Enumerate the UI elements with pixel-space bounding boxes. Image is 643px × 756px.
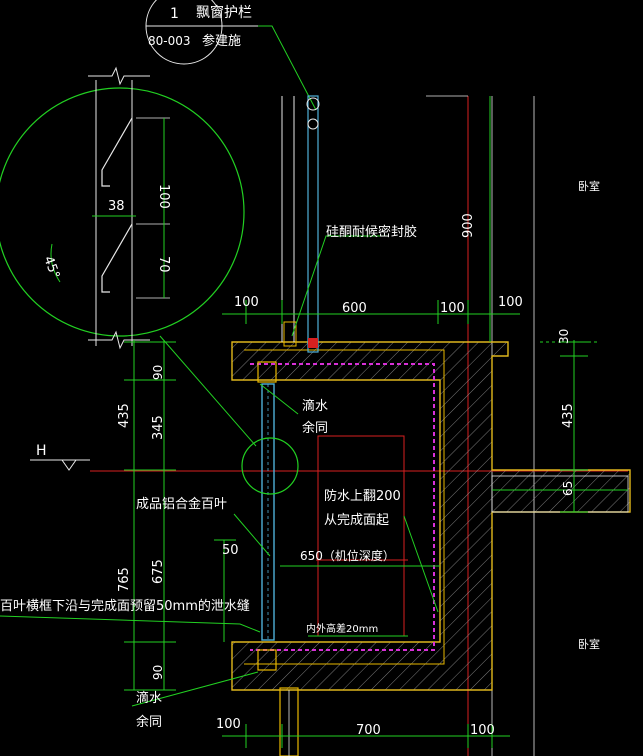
inner-outer-diff-label: 内外高差20mm [306,622,378,635]
drip-bot-label: 滴水 [136,690,162,706]
leaders [0,235,439,707]
louver-detail-circle: 38 100 70 45° [0,66,257,447]
dimension-texts: 100 600 100 100 900 30 435 65 90 435 345… [117,213,576,738]
drip-bot-note: 余同 [136,714,162,730]
callout-leader [258,25,317,111]
louver-assembly [241,95,320,756]
level-mark: H [36,443,47,459]
callout-note: 参建施 [202,33,241,49]
wall-section [231,341,631,691]
dim-left-765: 765 [117,567,132,592]
dim-louver-50: 50 [222,543,239,558]
dim-bot-100: 100 [216,717,241,732]
drain-gap-label: 百叶横框下沿与完成面预留50mm的泄水缝 [0,598,250,614]
detail-dim-100: 100 [156,184,171,209]
louver-label: 成品铝合金百叶 [136,496,227,512]
dim-bot-100-right: 100 [470,723,495,738]
dim-top-100-mid: 100 [440,301,465,316]
sealant-label: 硅酮耐候密封胶 [326,224,417,240]
detail-dim-angle: 45° [40,254,62,281]
level-symbol: H [30,443,90,471]
louver-detail-marker [241,437,299,495]
labels: 硅酮耐候密封胶 滴水 余同 防水上翻200 从完成面起 成品铝合金百叶 650（… [0,179,600,730]
callout-title: 飘窗护栏 [196,4,252,21]
dim-left-90-bot: 90 [151,665,165,680]
detail-dim-38: 38 [108,199,125,214]
dim-left-675: 675 [151,559,166,584]
callout-number: 1 [170,6,179,22]
dim-top-100-right: 100 [498,295,523,310]
detail-leader [159,335,257,447]
drip-top-note: 余同 [302,420,328,436]
dimension-lines [124,96,600,748]
callout-ref: 80-003 [148,34,191,48]
dim-right-65: 65 [561,481,575,496]
room-label-top: 卧室 [578,179,600,193]
dim-left-90-top: 90 [151,365,165,380]
waterproof-note: 从完成面起 [324,513,389,528]
drip-top-label: 滴水 [302,398,328,414]
dim-right-30: 30 [557,329,571,344]
dim-rail-900: 900 [461,213,476,238]
dim-right-435: 435 [561,403,576,428]
dim-top-100-left: 100 [234,295,259,310]
dim-left-345: 345 [151,415,166,440]
dim-top-600: 600 [342,301,367,316]
unit-depth-label: 650（机位深度） [300,548,395,563]
callout-bubble: 1 飘窗护栏 80-003 参建施 [145,0,317,111]
detail-dim-70: 70 [156,256,171,273]
waterproof-label: 防水上翻200 [324,488,401,504]
dim-left-435: 435 [117,403,132,428]
dim-bot-700: 700 [356,723,381,738]
room-label-bottom: 卧室 [578,637,600,651]
